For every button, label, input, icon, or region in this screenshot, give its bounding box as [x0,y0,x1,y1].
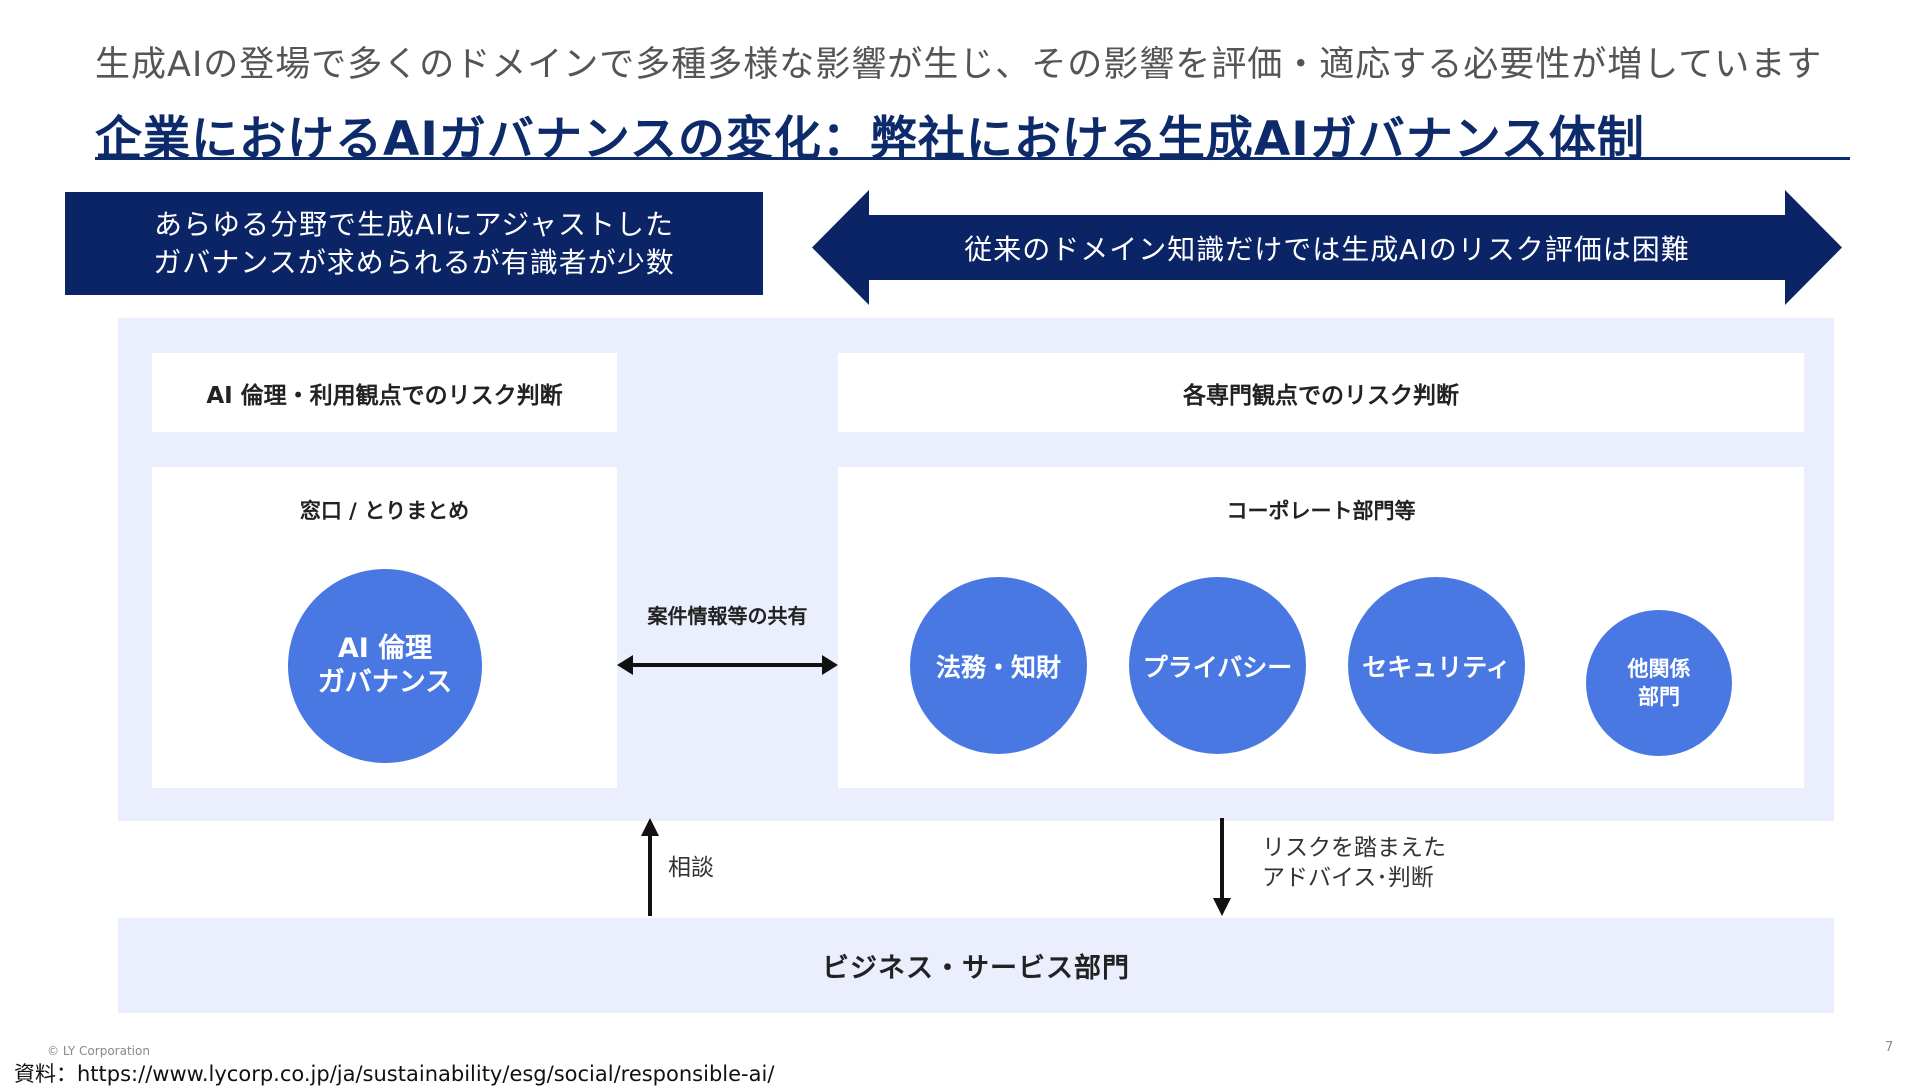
circle-line-1: 他関係 [1627,657,1691,681]
consult-up-arrow [641,818,659,916]
bidirectional-arrow [617,655,838,675]
page-number: 7 [1885,1040,1894,1055]
corporate-box-title: コーポレート部門等 [1226,499,1416,523]
source-citation: 資料：https://www.lycorp.co.jp/ja/sustainab… [14,1062,775,1086]
left-column-header: AI 倫理・利用観点でのリスク判断 [152,353,617,432]
title-underline [95,157,1850,160]
circle-line-2: ガバナンス [317,667,453,698]
advice-down-arrow [1213,818,1231,916]
callout-line-2: ガバナンスが求められるが有識者が少数 [153,245,675,279]
contact-box-title: 窓口 / とりまとめ [299,499,470,523]
callout-line-1: あらゆる分野で生成AIにアジャストした [154,207,674,241]
advice-line-2: アドバイス･判断 [1262,865,1434,891]
business-service-department: ビジネス・サービス部門 [118,918,1834,1013]
slide-subtitle: 生成AIの登場で多くのドメインで多種多様な影響が生じ、その影響を評価・適応する必… [95,45,1823,85]
legal-ip-circle: 法務・知財 [910,577,1087,754]
circle-line-1: AI 倫理 [337,633,433,664]
contact-box: 窓口 / とりまとめ AI 倫理 ガバナンス [152,467,617,788]
share-info-label: 案件情報等の共有 [647,604,808,628]
advice-label: リスクを踏まえた アドバイス･判断 [1262,833,1446,893]
copyright: © LY Corporation [47,1044,150,1058]
callout-box: あらゆる分野で生成AIにアジャストした ガバナンスが求められるが有識者が少数 [65,192,763,295]
circle-line-2: 部門 [1638,685,1680,709]
consult-label: 相談 [668,855,714,881]
ai-ethics-governance-circle: AI 倫理 ガバナンス [288,569,482,763]
banner-arrow-text: 従来のドメイン知識だけでは生成AIのリスク評価は困難 [964,232,1690,266]
corporate-box: コーポレート部門等 法務・知財 プライバシー セキュリティ 他関係 部門 [838,467,1804,788]
circle-label: 法務・知財 [935,652,1061,682]
advice-line-1: リスクを踏まえた [1262,835,1446,861]
other-departments-circle: 他関係 部門 [1586,610,1732,756]
circle-label: セキュリティ [1362,652,1511,682]
circle-label: プライバシー [1142,652,1293,682]
privacy-circle: プライバシー [1129,577,1306,754]
right-column-header: 各専門観点でのリスク判断 [838,353,1804,432]
security-circle: セキュリティ [1348,577,1525,754]
double-arrow-banner [812,190,1842,305]
